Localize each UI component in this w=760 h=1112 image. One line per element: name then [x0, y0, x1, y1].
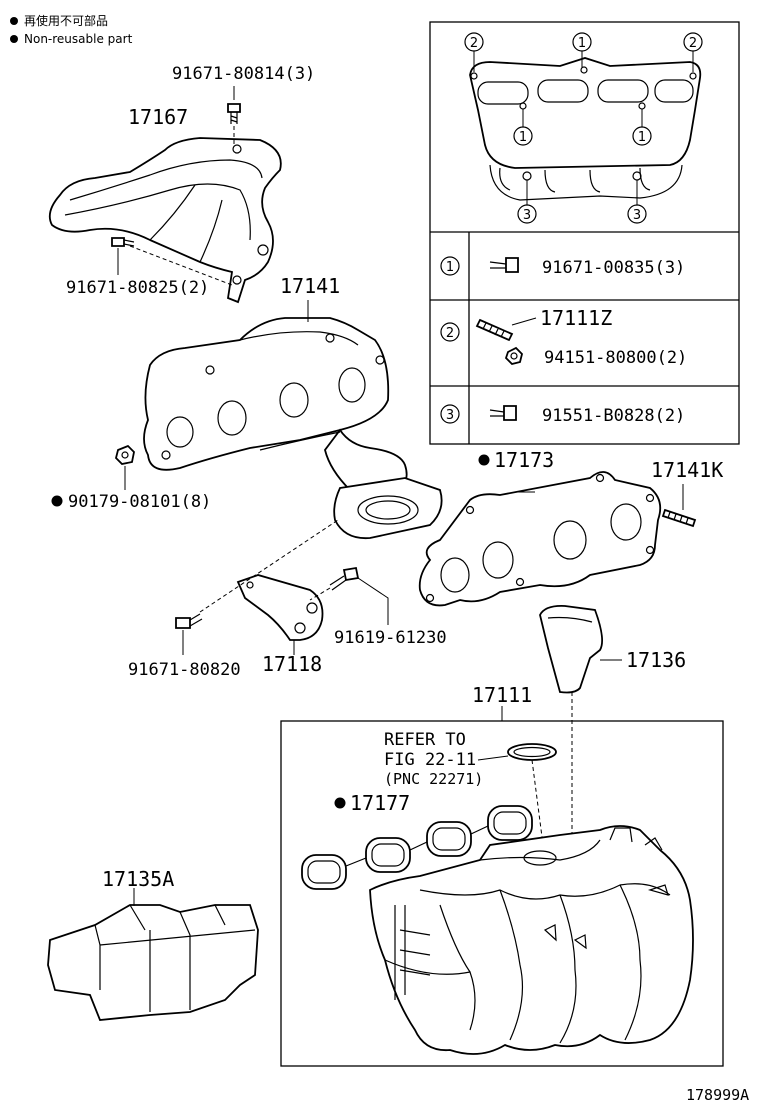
part-label-insulator-block: 17135A — [102, 867, 174, 891]
inset-row-1: 1 91671-00835(3) — [440, 256, 685, 278]
callout-icon: 1 — [513, 109, 533, 146]
callout-icon: 1 — [632, 109, 652, 146]
svg-text:1: 1 — [578, 36, 586, 51]
svg-text:1: 1 — [638, 130, 646, 145]
figure-id: 178999A — [686, 1086, 749, 1104]
svg-text:3: 3 — [446, 408, 454, 423]
part-label-bolt-bracket: 91671-80820 — [128, 660, 241, 680]
svg-text:1: 1 — [446, 260, 454, 275]
refer-note-line-3: (PNC 22271) — [384, 770, 483, 788]
intake-gasket-part — [301, 805, 533, 890]
part-label-stud-exhaust: 17141K — [651, 458, 723, 482]
part-label-intake-gasket: 17177 — [350, 791, 410, 815]
bolt-icon — [111, 237, 135, 247]
part-label-exhaust-manifold: 17141 — [280, 274, 340, 298]
bolt-icon — [329, 566, 360, 591]
intake-cover-part — [539, 605, 604, 694]
stud-bolt-icon — [661, 508, 697, 528]
svg-text:2: 2 — [446, 326, 454, 341]
svg-text:3: 3 — [523, 208, 531, 223]
part-label-heat-insulator: 17167 — [128, 105, 188, 129]
callout-icon: 3 — [517, 180, 537, 224]
part-label-manifold-stay: 17118 — [262, 652, 322, 676]
throttle-gasket-part — [507, 743, 557, 761]
inset-row-2: 2 17111Z 94151-80800(2) — [440, 306, 687, 368]
exhaust-gasket-part — [418, 471, 662, 607]
callout-icon: 1 — [572, 32, 592, 68]
heat-insulator-part — [48, 137, 282, 304]
callout-icon: 3 — [627, 180, 647, 224]
part-label-bolt-heat-insulator-lower: 91671-80825(2) — [66, 278, 209, 298]
part-label-bolt-stay: 91619-61230 — [334, 628, 447, 648]
exhaust-manifold-part — [143, 317, 443, 540]
legend-english-text: Non-reusable part — [24, 32, 133, 46]
nut-icon — [115, 444, 135, 465]
legend-bullet-icon — [10, 17, 18, 25]
intake-manifold-part — [369, 825, 694, 1055]
non-reusable-marker-icon — [478, 454, 490, 466]
legend-japanese-text: 再使用不可部品 — [24, 13, 108, 28]
part-label-nut-exhaust: 90179-08101(8) — [68, 492, 211, 512]
refer-note-line-2: FIG 22-11 — [384, 750, 476, 770]
part-label-intake-manifold: 17111 — [472, 683, 532, 707]
inset-cylinder-head — [469, 57, 702, 201]
svg-text:2: 2 — [689, 36, 697, 51]
inset-row-3: 3 91551-B0828(2) — [440, 404, 685, 426]
refer-note-line-1: REFER TO — [384, 730, 466, 750]
svg-text:1: 1 — [519, 130, 527, 145]
part-label-intake-cover: 17136 — [626, 648, 686, 672]
non-reusable-marker-icon — [51, 495, 63, 507]
callout-icon: 2 — [464, 32, 484, 72]
bolt-icon — [227, 103, 241, 124]
callout-icon: 2 — [683, 32, 703, 72]
bolt-icon — [175, 613, 203, 629]
non-reusable-marker-icon — [334, 797, 346, 809]
legend-bullet-icon — [10, 35, 18, 43]
inset-part-number: 17111Z — [540, 306, 612, 330]
manifold-stay-part — [236, 574, 324, 641]
inset-part-number: 91551-B0828(2) — [542, 406, 685, 426]
svg-text:2: 2 — [470, 36, 478, 51]
inset-part-number: 94151-80800(2) — [544, 348, 687, 368]
inset-table: 2 1 2 1 1 3 3 — [429, 21, 740, 445]
part-label-bolt-heat-insulator-top: 91671-80814(3) — [172, 64, 315, 84]
svg-text:3: 3 — [633, 208, 641, 223]
inset-part-number: 91671-00835(3) — [542, 258, 685, 278]
part-label-exhaust-gasket: 17173 — [494, 448, 554, 472]
insulator-block-part — [47, 904, 259, 1021]
legend: 再使用不可部品 Non-reusable part — [10, 13, 133, 46]
